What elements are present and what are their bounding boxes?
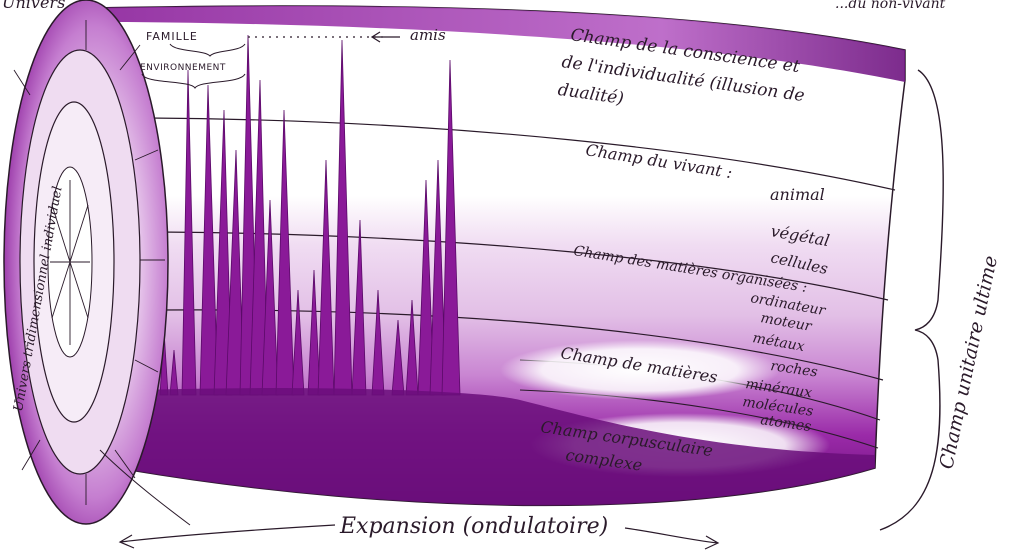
note-environnement: ENVIRONNEMENT — [140, 63, 226, 73]
right-brace-label: Champ unitaire ultime — [935, 254, 1002, 471]
bottom-arrow-right — [625, 528, 718, 549]
bottom-arrow-left — [120, 525, 335, 548]
note-amis: amis — [410, 26, 446, 44]
top-label-right: ...du non-vivant — [835, 0, 946, 12]
bottom-expansion-label: Expansion (ondulatoire) — [339, 514, 608, 539]
svg-text:animal: animal — [770, 185, 825, 204]
note-famille: FAMILLE — [146, 30, 198, 43]
top-label-left: Univers — [2, 0, 65, 12]
